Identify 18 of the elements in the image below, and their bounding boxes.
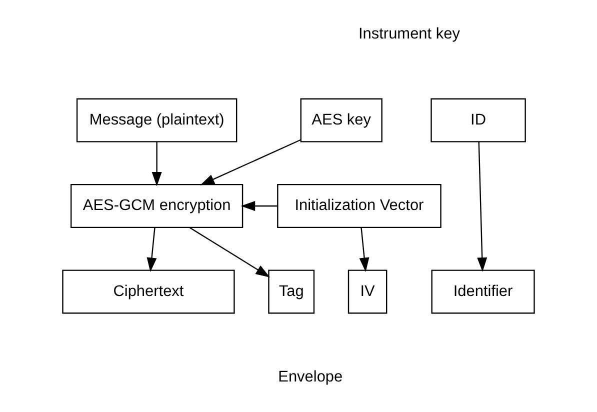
node-box: IV	[348, 270, 388, 314]
arrow	[189, 227, 270, 278]
arrow	[240, 201, 278, 211]
arrow	[152, 142, 162, 186]
node-box: Ciphertext	[62, 270, 235, 314]
node-box: Tag	[268, 270, 315, 314]
arrow	[146, 228, 157, 272]
label: Instrument key	[358, 26, 460, 43]
node-box: Initialization Vector	[277, 184, 442, 228]
node-box: Message (plaintext)	[76, 98, 238, 142]
label: Envelope	[278, 368, 343, 386]
node-box: AES key	[300, 98, 382, 142]
node-box: Identifier	[431, 270, 535, 314]
node-box: ID	[430, 98, 526, 142]
node-box: AES-GCM encryption	[70, 184, 244, 228]
arrow	[477, 142, 488, 272]
arrow	[200, 139, 302, 186]
arrow	[359, 228, 370, 272]
